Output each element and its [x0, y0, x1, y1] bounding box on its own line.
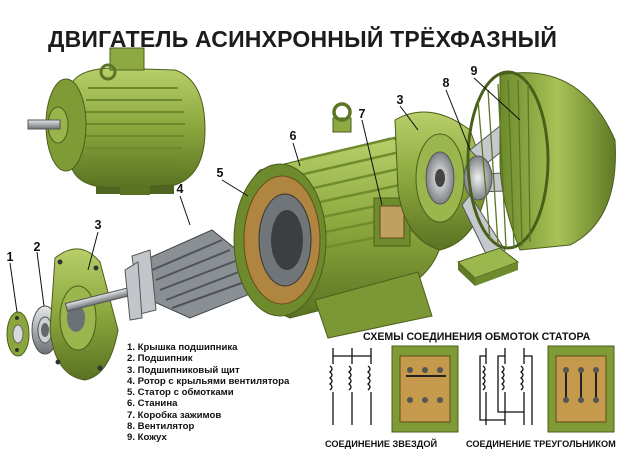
callout-3-front: 3 — [94, 218, 102, 232]
callout-2: 2 — [33, 240, 41, 254]
delta-connection-label: СОЕДИНЕНИЕ ТРЕУГОЛЬНИКОМ — [466, 439, 616, 449]
callout-5: 5 — [216, 166, 224, 180]
callout-leaders — [9, 77, 521, 313]
fan-cover-part — [466, 70, 616, 251]
assembled-motor — [27, 47, 206, 195]
legend-item: 5. Статор с обмотками — [127, 387, 234, 399]
star-connection-diagram — [328, 345, 459, 433]
legend-item: 3. Подшипниковый щит — [127, 364, 240, 376]
bearing-cover-part — [6, 311, 30, 357]
delta-connection-diagram — [479, 345, 615, 433]
terminal-box-lid-part — [457, 247, 520, 286]
legend-item: 7. Коробка зажимов — [127, 409, 222, 421]
rear-bearing-shield-part — [394, 111, 489, 251]
diagram-title: ДВИГАТЕЛЬ АСИНХРОННЫЙ ТРЁХФАЗНЫЙ — [48, 26, 558, 52]
legend-item: 4. Ротор с крыльями вентилятора — [127, 375, 290, 387]
legend-item: 9. Кожух — [127, 432, 167, 444]
callout-6: 6 — [289, 129, 297, 143]
bearing-shield-part — [49, 248, 119, 381]
motor-frame-part — [233, 102, 446, 339]
callout-7: 7 — [358, 107, 366, 121]
schemes-title: СХЕМЫ СОЕДИНЕНИЯ ОБМОТОК СТАТОРА — [363, 331, 591, 343]
callout-4: 4 — [176, 182, 184, 196]
legend-item: 6. Станина — [127, 398, 178, 410]
legend-item: 8. Вентилятор — [127, 421, 195, 433]
parts-legend: 1. Крышка подшипника 2. Подшипник 3. Под… — [127, 342, 289, 444]
callout-3-rear: 3 — [396, 93, 404, 107]
callout-1: 1 — [6, 250, 14, 264]
callout-9: 9 — [470, 64, 478, 78]
legend-item: 1. Крышка подшипника — [127, 342, 238, 353]
callout-8: 8 — [442, 76, 450, 90]
legend-item: 2. Подшипник — [127, 353, 193, 365]
star-connection-label: СОЕДИНЕНИЕ ЗВЕЗДОЙ — [325, 439, 438, 449]
